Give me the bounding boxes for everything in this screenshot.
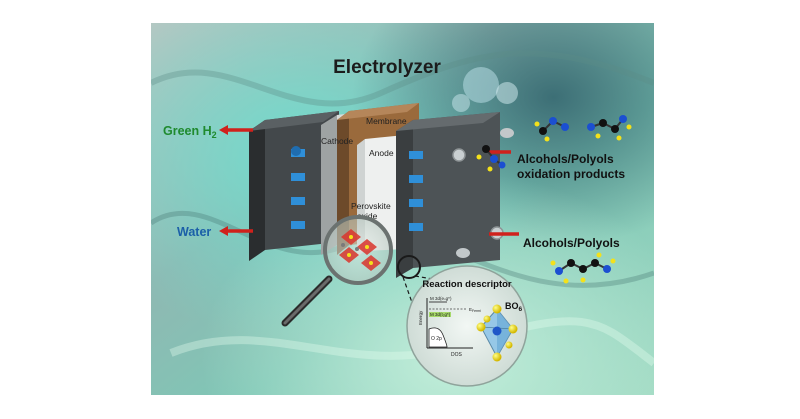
reaction-descriptor-inset: Reaction descriptor Energy DOS M 3d(eₛg*… <box>406 265 528 387</box>
products-label-line2: oxidation products <box>517 167 625 181</box>
level-mid-label: M 3d(t₂g*) <box>430 312 451 317</box>
h2-outlet-arrow <box>219 125 253 135</box>
title: Electrolyzer <box>333 57 441 78</box>
molecule-icon <box>534 117 569 142</box>
water-inlet-arrow <box>219 226 253 236</box>
products-label-line1: Alcohols/Polyols <box>517 152 614 166</box>
perovskite-label-line2: oxide <box>357 211 378 221</box>
perovskite-label-line1: Perovskite <box>351 201 391 211</box>
cathode-label: Cathode <box>321 136 353 146</box>
green-h2-label: Green H2 <box>163 124 217 140</box>
anode-end-plate <box>396 112 514 278</box>
flow-channel <box>291 173 305 181</box>
bo6-octahedron <box>476 304 518 362</box>
level-top-label: M 3d(eₛg*) <box>430 296 452 301</box>
bo6-label: BO6 <box>505 301 523 313</box>
zoom-spot <box>397 255 421 279</box>
flow-channel <box>291 221 305 229</box>
inset-title: Reaction descriptor <box>422 279 512 290</box>
anode-label: Anode <box>369 148 394 158</box>
flow-channel <box>291 197 305 205</box>
electrolyzer-figure: Electrolyzer <box>151 23 654 395</box>
o2p-label: O 2p <box>431 336 442 342</box>
energy-axis-label: Energy <box>418 310 423 325</box>
water-label: Water <box>177 225 211 239</box>
fermi-label: EFermi <box>469 307 481 313</box>
molecule-icon <box>476 145 506 172</box>
magnifier-icon <box>281 215 393 327</box>
membrane-label: Membrane <box>366 116 407 126</box>
dos-axis-label: DOS <box>451 352 463 358</box>
feed-label: Alcohols/Polyols <box>523 236 620 250</box>
molecule-icon <box>587 115 632 141</box>
molecule-icon <box>550 252 616 284</box>
perovskite-crystal <box>339 229 381 271</box>
